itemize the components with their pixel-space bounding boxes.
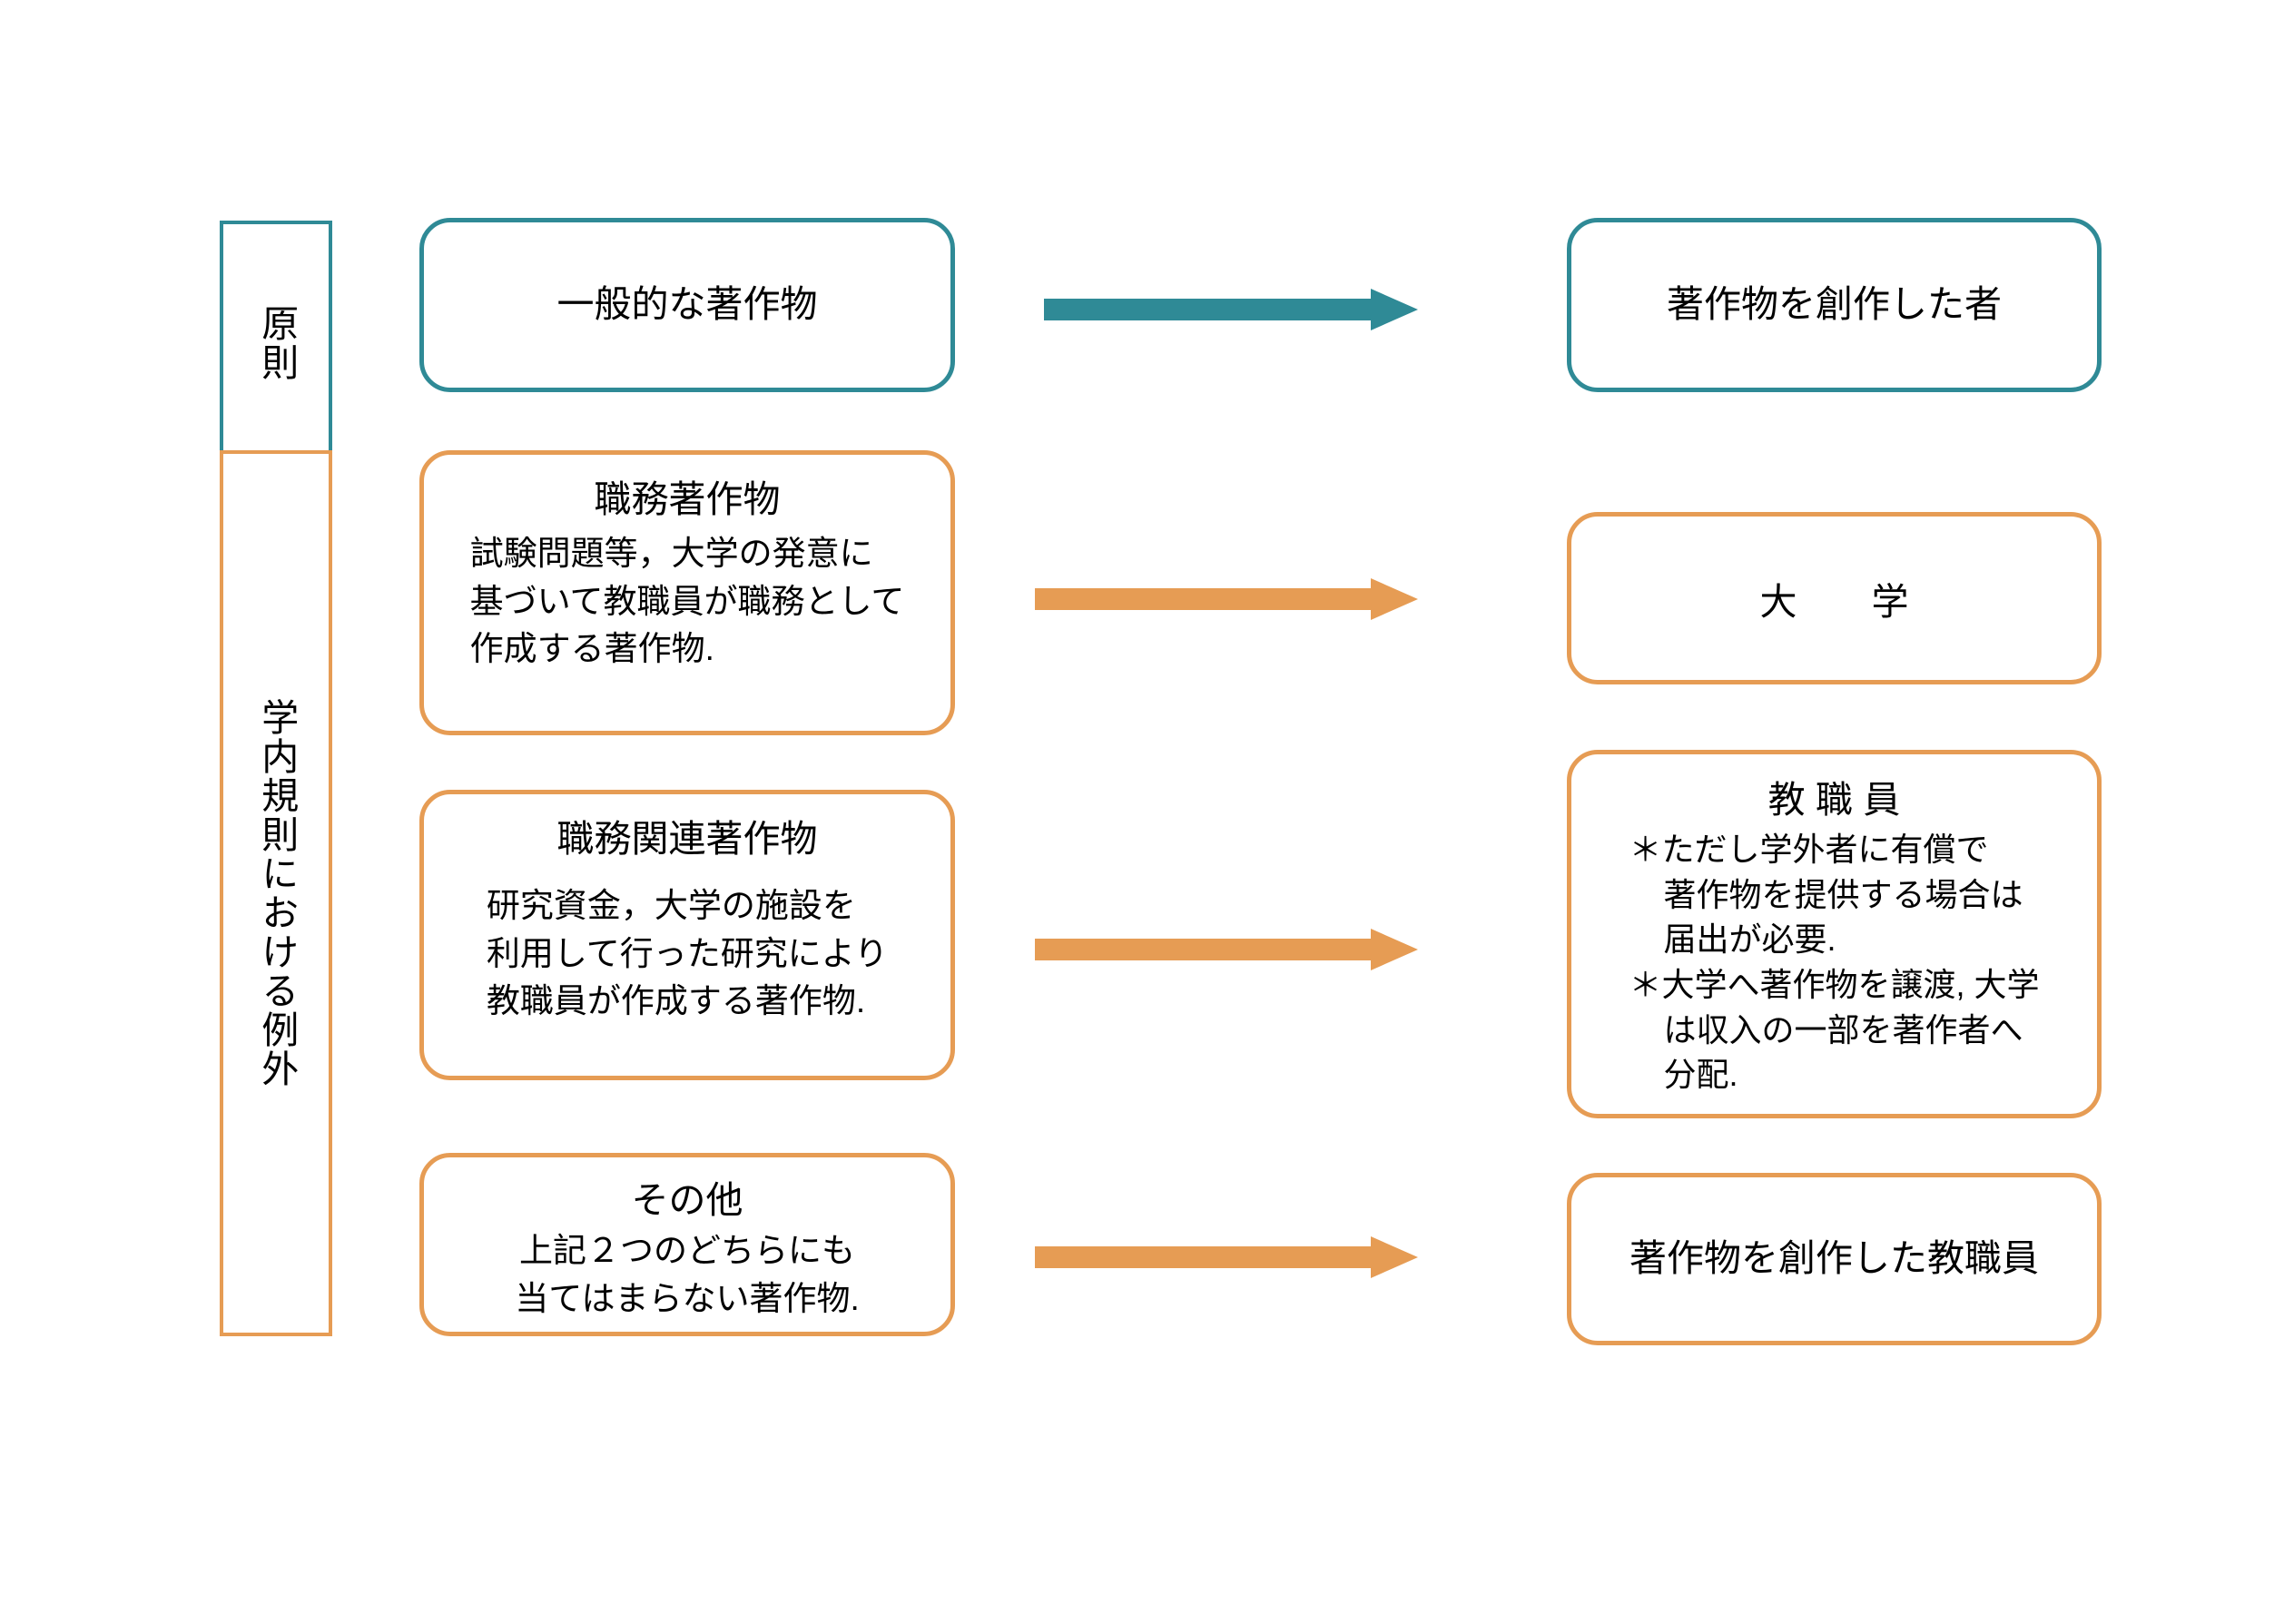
note-line: 著作物を提供する場合は <box>1663 875 2023 913</box>
target-box-creator: 著作物を創作した者 <box>1567 218 2102 392</box>
target-box-faculty-staff: 教 職 員 ＊ただし学外者に有償で 著作物を提供する場合は 届出が必要. ＊大学… <box>1567 750 2102 1118</box>
body-line: 利用して行った研究により <box>486 934 889 972</box>
body-line: 当てはまらない著作物. <box>515 1279 860 1317</box>
body-line: 教職員が作成する著作物. <box>486 982 866 1020</box>
body-line: 研究資金，大学の施設を <box>486 887 856 925</box>
source-title-general-work: 一般的な著作物 <box>556 283 818 326</box>
source-box-general-work: 一般的な著作物 <box>419 218 955 392</box>
source-body-work-related: 研究資金，大学の施設を 利用して行った研究により 教職員が作成する著作物. <box>487 882 888 1026</box>
source-body-other: 上記２つのどちらにも 当てはまらない著作物. <box>515 1227 860 1323</box>
body-line: 試験問題等，大学の発意に <box>469 535 873 573</box>
arrow-right-teal-1 <box>1044 289 1418 330</box>
source-box-other: その他 上記２つのどちらにも 当てはまらない著作物. <box>419 1153 955 1336</box>
note-marker: ＊ <box>1629 831 1662 868</box>
target-title-creator-staff: 著作物を創作した教職員 <box>1629 1237 2039 1280</box>
note-marker: ＊ <box>1629 966 1662 1004</box>
target-notes-faculty-staff: ＊ただし学外者に有償で 著作物を提供する場合は 届出が必要. ＊大学へ著作物を譲… <box>1629 827 2039 1097</box>
section-label-principle-text: 原則 <box>255 304 298 382</box>
note-line: は収入の一部を著作者へ <box>1663 1010 2023 1048</box>
source-title-work-related: 職務関連著作物 <box>556 818 818 860</box>
source-box-work-made-for-hire: 職務著作物 試験問題等，大学の発意に 基づいて教職員が職務として 作成する著作物… <box>419 450 955 735</box>
arrow-right-orange-2 <box>1035 929 1418 970</box>
note-line: ＊大学へ著作物を譲渡, 大学 <box>1629 962 2039 1008</box>
target-title-creator: 著作物を創作した者 <box>1667 283 2002 326</box>
target-box-creator-staff: 著作物を創作した教職員 <box>1567 1173 2102 1345</box>
section-label-principle: 原則 <box>220 221 332 466</box>
source-title-work-made-for-hire: 職務著作物 <box>594 478 781 520</box>
section-label-exception: 学内規則における例外 <box>220 450 332 1336</box>
source-title-other: その他 <box>631 1179 743 1221</box>
note-line: 分配. <box>1663 1056 1738 1094</box>
source-body-work-made-for-hire: 試験問題等，大学の発意に 基づいて教職員が職務として 作成する著作物. <box>470 530 905 674</box>
note-text: 大学へ著作物を譲渡, 大学 <box>1661 966 2040 1004</box>
note-text: ただし学外者に有償で <box>1661 831 1989 868</box>
target-title-university: 大 学 <box>1759 581 1909 623</box>
body-line: 上記２つのどちらにも <box>518 1232 855 1270</box>
note-line: 届出が必要. <box>1663 920 1836 959</box>
body-line: 基づいて教職員が職務として <box>469 582 905 620</box>
note-line: ＊ただし学外者に有償で <box>1629 827 2039 872</box>
source-box-work-related: 職務関連著作物 研究資金，大学の施設を 利用して行った研究により 教職員が作成す… <box>419 790 955 1080</box>
arrow-right-orange-1 <box>1035 578 1418 620</box>
arrow-right-orange-3 <box>1035 1236 1418 1278</box>
section-label-exception-text: 学内規則における例外 <box>255 698 298 1088</box>
target-title-faculty-staff: 教 職 員 <box>1767 779 1901 821</box>
target-box-university: 大 学 <box>1567 512 2102 684</box>
body-line: 作成する著作物. <box>469 630 714 668</box>
